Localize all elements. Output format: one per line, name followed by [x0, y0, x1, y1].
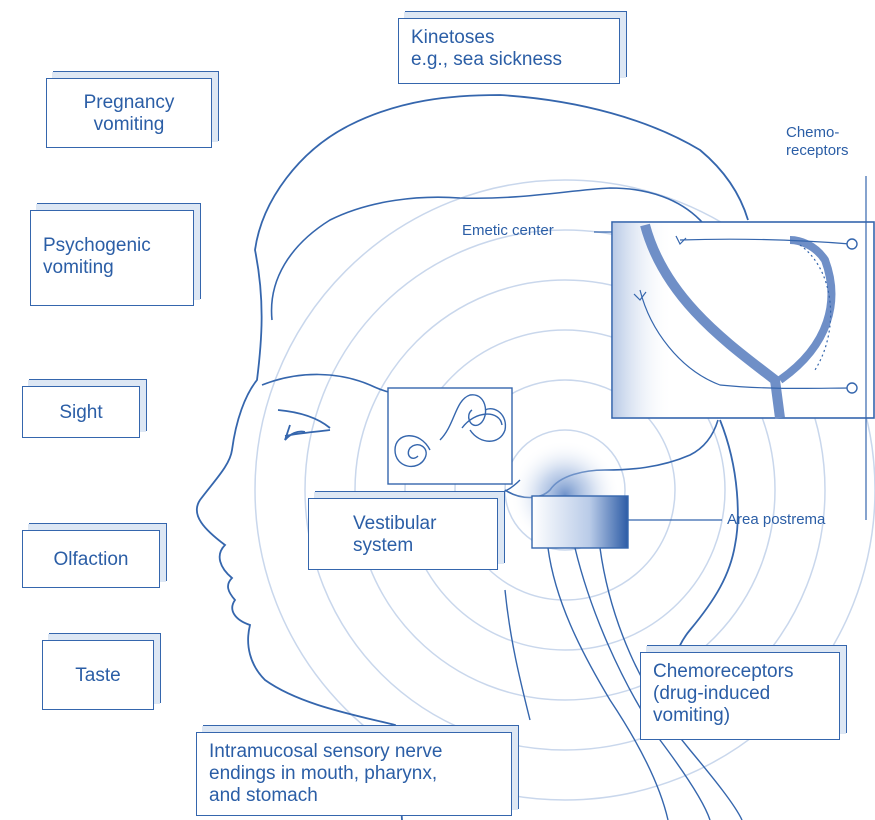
sight-label: Sight — [23, 402, 139, 424]
pregnancy-line1: Pregnancy — [47, 92, 211, 114]
kinetoses-line1: Kinetoses — [411, 27, 607, 49]
area-postrema-label: Area postrema — [727, 511, 825, 529]
chemoreceptor-node-bottom — [847, 383, 857, 393]
emetic-center-label: Emetic center — [462, 222, 554, 240]
neck-back — [672, 420, 738, 690]
area-postrema-box — [532, 496, 628, 548]
vestibular-line1: Vestibular — [353, 513, 497, 535]
psychogenic-line1: Psychogenic — [43, 235, 193, 257]
intramucosal-line3: and stomach — [209, 785, 499, 807]
chemoreceptor-node-top — [847, 239, 857, 249]
olfaction-label: Olfaction — [23, 549, 159, 571]
kinetoses-line2: e.g., sea sickness — [411, 49, 607, 71]
vestibular-line2: system — [353, 535, 497, 557]
psychogenic-line2: vomiting — [43, 257, 193, 279]
vestibular-system-box: Vestibular system — [308, 498, 498, 570]
chemoreceptors-drug-line2: (drug-induced — [653, 683, 827, 705]
intramucosal-line2: endings in mouth, pharynx, — [209, 763, 499, 785]
kinetoses-box: Kinetoses e.g., sea sickness — [398, 18, 620, 84]
eye — [278, 410, 330, 440]
chemoreceptors-drug-line1: Chemoreceptors — [653, 661, 827, 683]
taste-label: Taste — [43, 665, 153, 687]
chemoreceptors-drug-box: Chemoreceptors (drug-induced vomiting) — [640, 652, 840, 740]
intramucosal-box: Intramucosal sensory nerve endings in mo… — [196, 732, 512, 816]
pregnancy-vomiting-box: Pregnancy vomiting — [46, 78, 212, 148]
psychogenic-vomiting-box: Psychogenic vomiting — [30, 210, 194, 306]
chemo-top-line1: Chemo- — [786, 124, 849, 142]
olfaction-box: Olfaction — [22, 530, 160, 588]
taste-box: Taste — [42, 640, 154, 710]
chemo-top-line2: receptors — [786, 142, 849, 160]
chemoreceptors-drug-line3: vomiting) — [653, 705, 827, 727]
pregnancy-line2: vomiting — [47, 114, 211, 136]
sight-box: Sight — [22, 386, 140, 438]
chemoreceptors-top-label: Chemo- receptors — [786, 124, 849, 160]
intramucosal-line1: Intramucosal sensory nerve — [209, 741, 499, 763]
